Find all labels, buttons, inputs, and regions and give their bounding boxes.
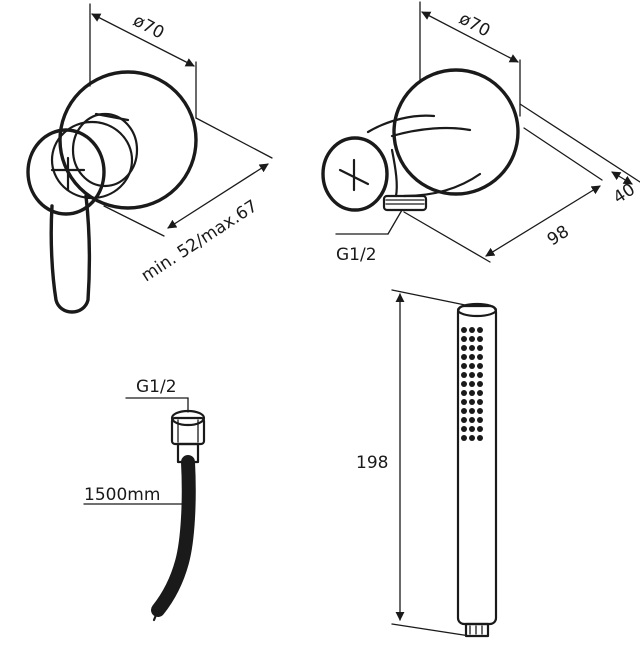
- wall-outlet-drawing: [321, 68, 520, 212]
- hose-thread-label: G1/2: [136, 377, 177, 397]
- outlet-diameter-label: ø70: [456, 9, 494, 42]
- outlet-depth-label: 40: [610, 180, 639, 209]
- mixer-diameter-label: ø70: [130, 11, 168, 44]
- hose-length-label: 1500mm: [84, 485, 160, 505]
- wall-outlet-dimensions: [335, 1, 640, 263]
- mixer-dimensions: [89, 3, 273, 237]
- hose-dimensions: [83, 397, 189, 505]
- spray-nozzles: [461, 327, 483, 441]
- hose-drawing: [151, 409, 206, 622]
- shower-height-label: 198: [356, 453, 388, 473]
- mixer-drawing: [26, 70, 198, 314]
- outlet-length-label: 98: [544, 222, 573, 251]
- hand-shower-drawing: [456, 302, 498, 638]
- mixer-depth-label: min. 52/max.67: [138, 196, 262, 286]
- outlet-thread-label: G1/2: [336, 245, 377, 265]
- hand-shower-dimensions: [391, 289, 471, 637]
